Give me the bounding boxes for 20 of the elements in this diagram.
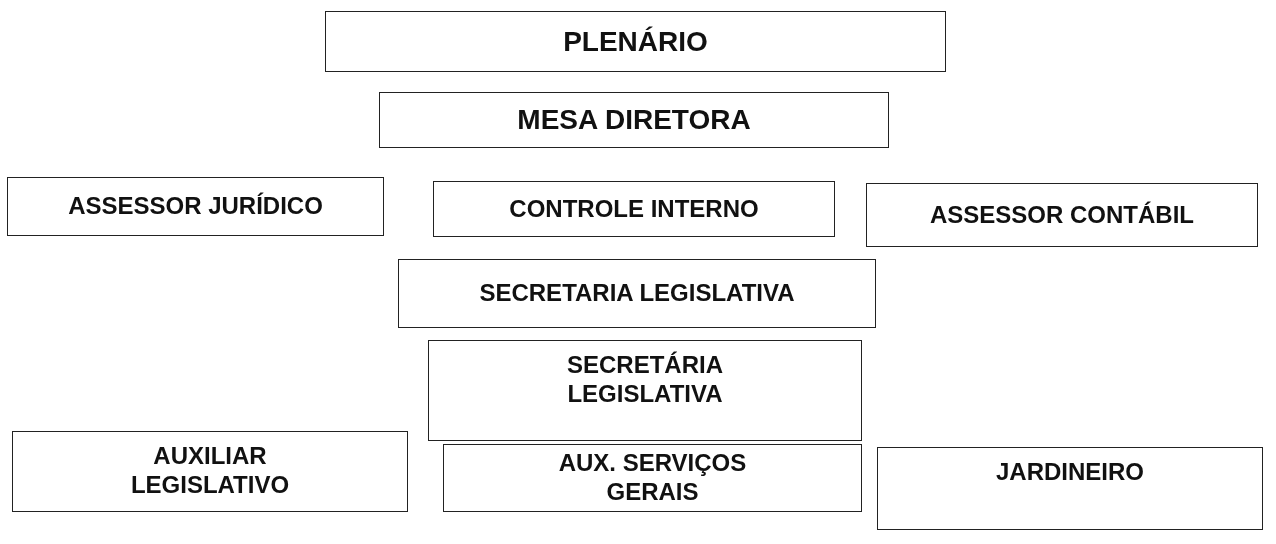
- org-box: [12, 431, 408, 512]
- org-box: [866, 183, 1258, 247]
- box-label: SECRETARIA LEGISLATIVA: [479, 279, 795, 308]
- org-box: [428, 340, 862, 441]
- box-label: SECRETÁRIA LEGISLATIVA: [566, 351, 724, 409]
- box-label: JARDINEIRO: [996, 458, 1144, 487]
- box-label: ASSESSOR JURÍDICO: [68, 192, 323, 221]
- box-label: CONTROLE INTERNO: [509, 194, 759, 224]
- box-label: ASSESSOR CONTÁBIL: [930, 200, 1194, 230]
- org-box: [398, 259, 876, 328]
- org-box: [379, 92, 889, 148]
- box-label: PLENÁRIO: [563, 24, 708, 59]
- box-label: MESA DIRETORA: [517, 103, 751, 137]
- org-box: [433, 181, 835, 237]
- box-label: AUXILIAR LEGISLATIVO: [129, 442, 291, 500]
- org-box: [443, 444, 862, 512]
- org-box: [877, 447, 1263, 530]
- box-label: AUX. SERVIÇOS GERAIS: [557, 449, 748, 507]
- org-box: [325, 11, 946, 72]
- org-box: [7, 177, 384, 236]
